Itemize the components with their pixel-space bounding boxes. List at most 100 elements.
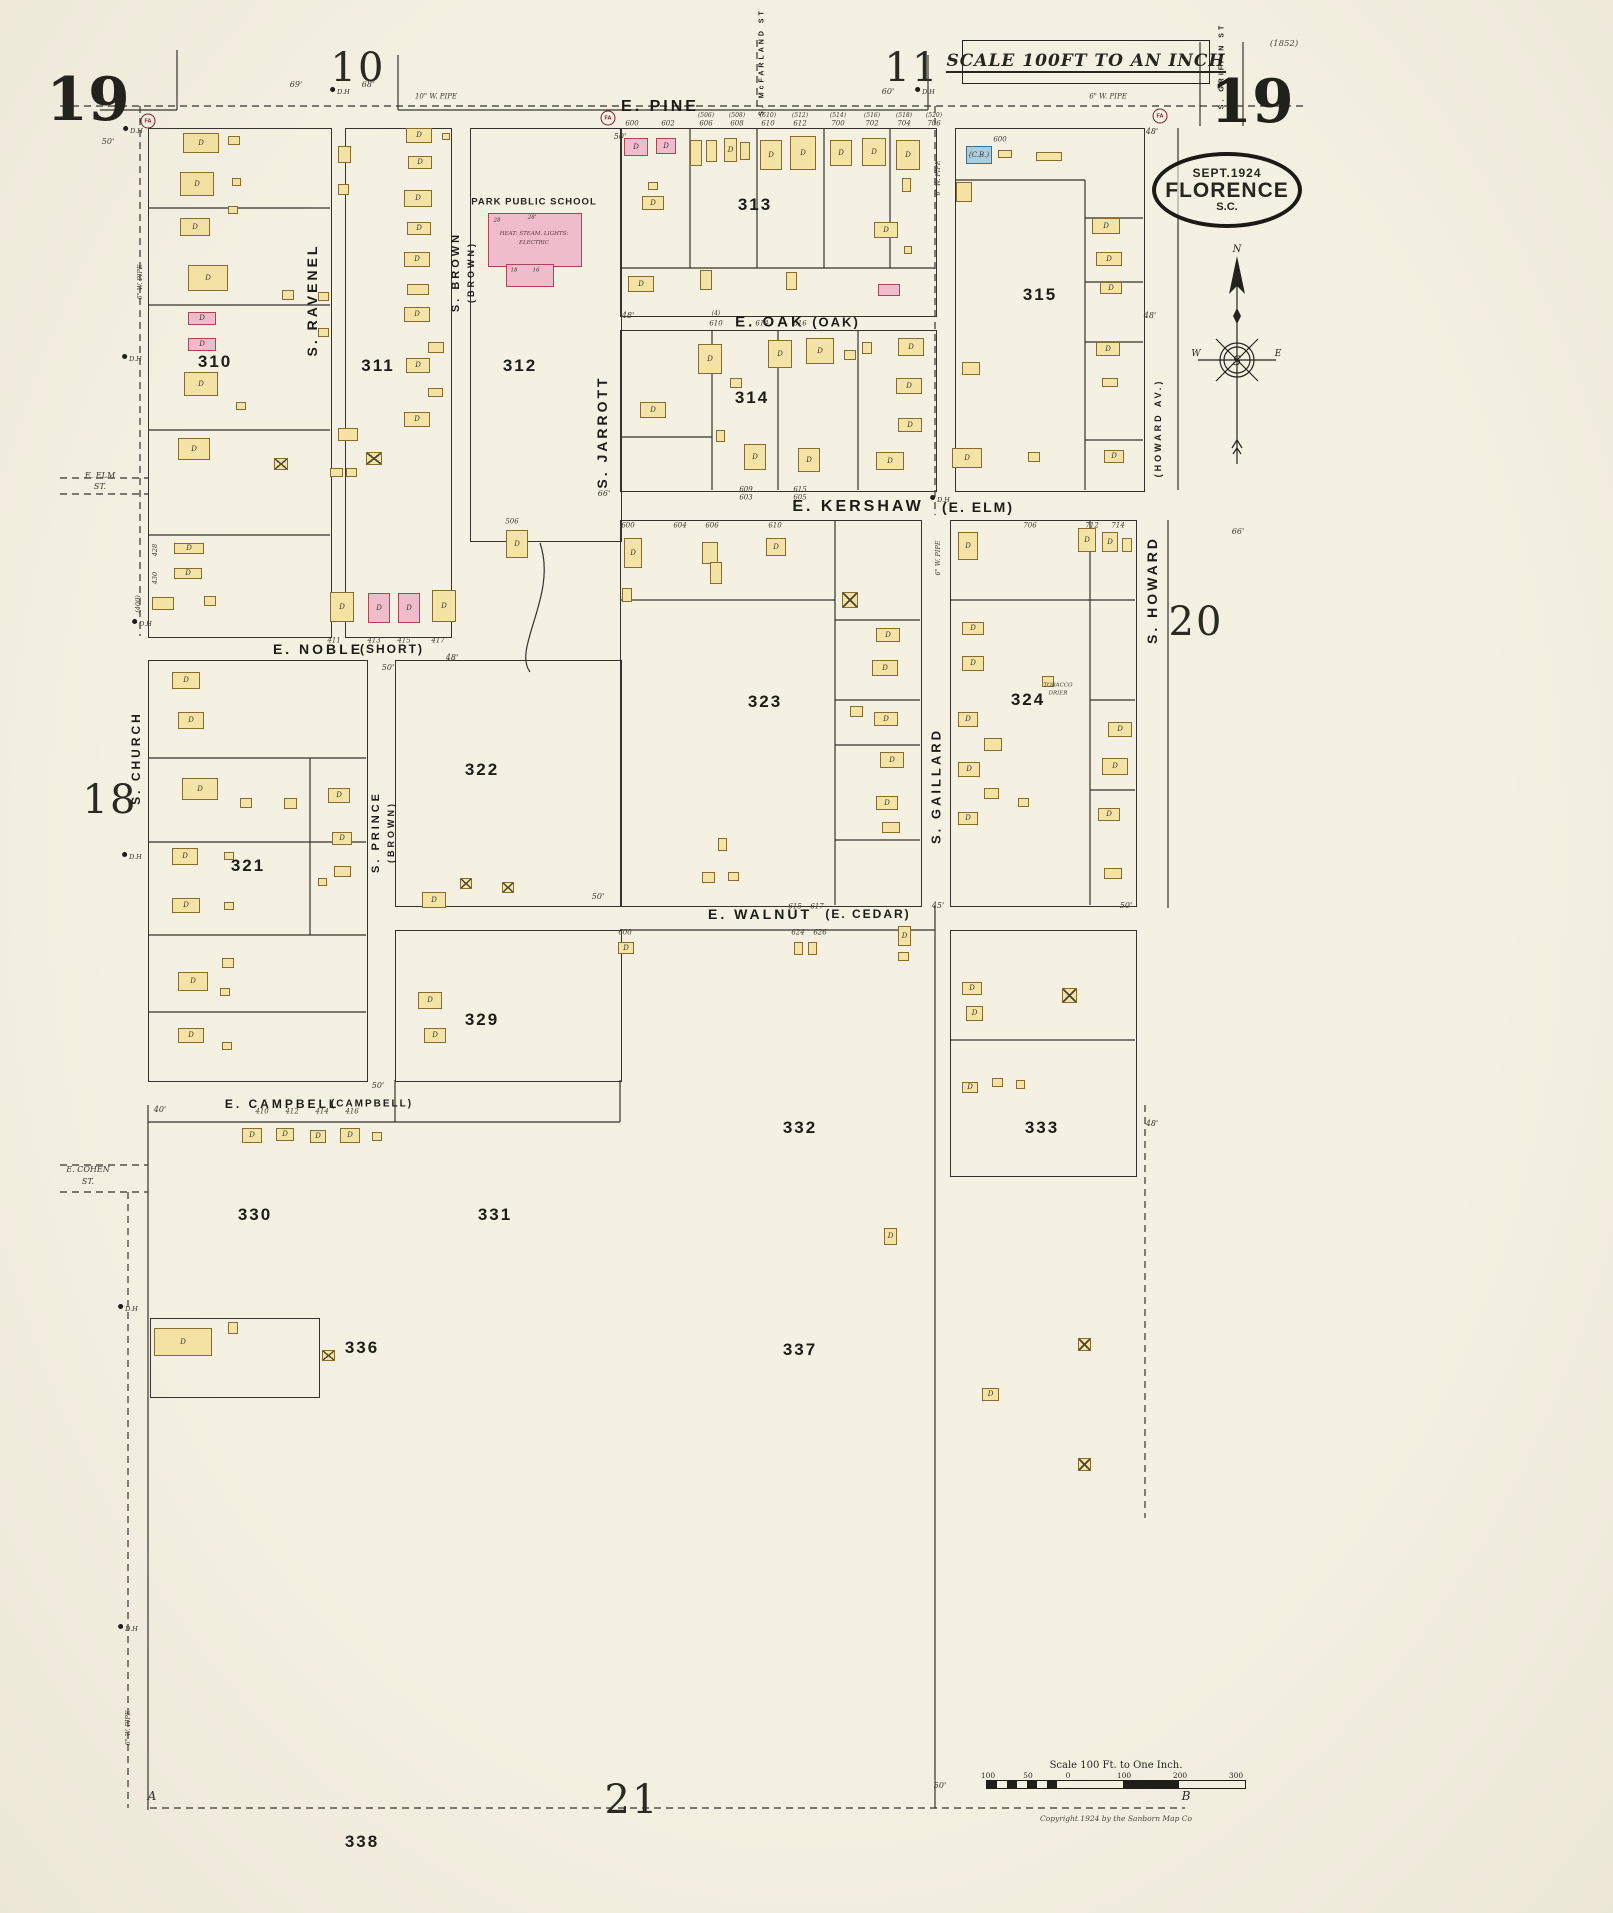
street-alias-label: (E. ELM): [942, 499, 1014, 515]
building: [274, 458, 288, 470]
building: [998, 150, 1012, 158]
map-note: 18: [510, 267, 518, 274]
building: D: [876, 628, 900, 642]
block-number: 330: [237, 1205, 273, 1224]
building: D: [806, 338, 834, 364]
building: [222, 958, 234, 968]
map-note: 6" W. PIPE: [123, 1710, 132, 1746]
adjacent-sheet-10: 10: [330, 45, 386, 91]
building: [1104, 868, 1122, 879]
hydrant-dot: [118, 1304, 124, 1310]
building-use-label: D: [965, 814, 971, 822]
map-note: 417: [431, 636, 445, 645]
street-alias-label: (E. CEDAR): [825, 907, 911, 921]
building: D: [178, 712, 204, 729]
building: [1036, 152, 1062, 161]
map-note: 50': [1119, 901, 1133, 910]
building: [338, 184, 349, 195]
hydrant-label: D.H: [125, 1625, 138, 1633]
building: [372, 1132, 382, 1141]
building-use-label: D: [633, 142, 639, 151]
building: [878, 284, 900, 296]
block-number: 321: [230, 856, 266, 875]
building-use-label: D: [414, 310, 420, 318]
building: [1018, 798, 1029, 807]
building: D: [154, 1328, 212, 1356]
building: [882, 822, 900, 833]
map-note: 50': [613, 132, 627, 141]
map-note: (400): [133, 595, 142, 613]
building: D: [242, 1128, 262, 1143]
building: [984, 788, 999, 799]
building-use-label: D: [205, 273, 211, 282]
building-use-label: D: [406, 603, 412, 612]
building: [228, 206, 238, 214]
street-label-vertical: (BROWN): [466, 241, 476, 303]
map-note: 626: [813, 928, 827, 937]
building: D: [872, 660, 898, 676]
building-use-label: D: [908, 342, 914, 351]
map-note: 48': [621, 311, 635, 320]
park-public-school-building: [488, 213, 582, 267]
building: D: [180, 172, 214, 196]
block-outline: [150, 1318, 320, 1398]
building-use-label: D: [432, 1031, 438, 1039]
florence-date-stamp: SEPT.1924 FLORENCE S.C.: [1152, 152, 1302, 228]
building: [710, 562, 722, 584]
map-note: 416: [345, 1107, 359, 1116]
building: D: [958, 532, 978, 560]
scale-bar-tick-label: 200: [1172, 1771, 1188, 1780]
building: D: [180, 218, 210, 236]
map-note: 48': [1143, 311, 1157, 320]
building-use-label: D: [889, 755, 895, 764]
map-note: 609: [739, 485, 753, 494]
map-note: DRIER: [1048, 690, 1068, 697]
building-use-label: D: [966, 765, 972, 773]
building: D: [330, 592, 354, 622]
block-outline: [148, 128, 332, 638]
building: D: [404, 252, 430, 267]
map-note: (508): [728, 112, 746, 119]
map-note: TOBACCO: [1043, 682, 1073, 689]
building: D: [898, 338, 924, 356]
building-use-label: D: [967, 1083, 973, 1091]
double-hydrant-marker: D.H: [118, 1298, 138, 1316]
building-use-label: D: [883, 225, 889, 234]
map-note: 600: [618, 928, 632, 937]
building-use-label: D: [871, 147, 877, 156]
map-note: 614: [755, 319, 769, 328]
hydrant-label: D.H: [139, 620, 152, 628]
building: D: [182, 778, 218, 800]
building-use-label: D: [1117, 725, 1123, 733]
map-note: 28': [527, 214, 537, 221]
building: [706, 140, 717, 162]
building: [232, 178, 241, 186]
building: D: [422, 892, 446, 908]
building-use-label: D: [185, 569, 191, 577]
hydrant-dot: [330, 87, 336, 93]
street-label: E. WALNUT: [708, 906, 812, 922]
building-use-label: D: [838, 148, 844, 157]
street-label-vertical: S. JARROTT: [594, 375, 610, 489]
map-note: 604: [673, 521, 687, 530]
map-note: 50': [933, 1781, 947, 1790]
map-note: 714: [1111, 521, 1125, 530]
building-use-label: D: [347, 1131, 353, 1139]
street-label-vertical: S. PRINCE: [370, 790, 382, 874]
map-note: 702: [865, 119, 879, 128]
building-use-label: D: [198, 379, 204, 388]
building: [700, 270, 712, 290]
building-use-label: D: [183, 676, 189, 684]
building: D: [628, 276, 654, 292]
building-use-label: D: [183, 901, 189, 909]
building-use-label: D: [727, 145, 734, 154]
building: D: [340, 1128, 360, 1143]
map-note: 50': [381, 663, 395, 672]
building: [1078, 1458, 1091, 1471]
building: D: [618, 942, 634, 954]
building: [718, 838, 727, 851]
block-outline: [395, 660, 622, 907]
building: D: [862, 138, 886, 166]
map-note: 6" W. PIPE: [1089, 92, 1127, 101]
hydrant-label: D.H: [937, 496, 950, 504]
